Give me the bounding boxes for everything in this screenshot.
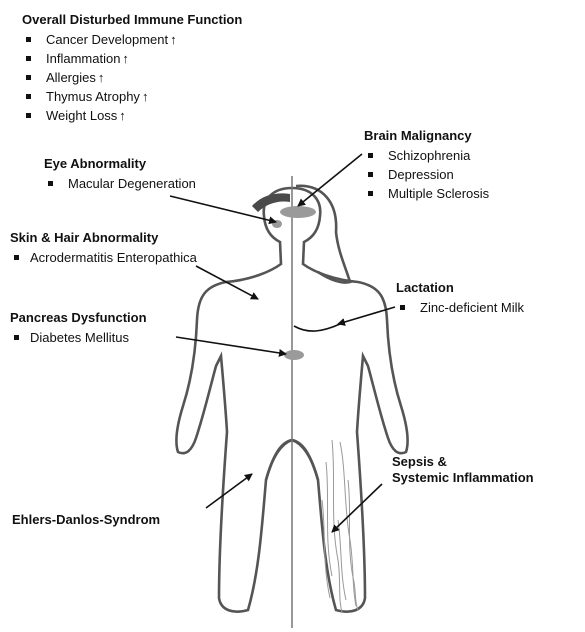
pancreas-block: Pancreas Dysfunction Diabetes Mellitus <box>10 310 147 347</box>
pancreas-organ <box>284 350 304 360</box>
immune-item: Thymus Atrophy↑ <box>22 87 242 106</box>
sepsis-heading-line1: Sepsis & <box>392 454 534 470</box>
arrow-brain <box>298 154 362 206</box>
brain-item: Depression <box>364 165 489 184</box>
sepsis-block: Sepsis & Systemic Inflammation <box>392 454 534 486</box>
up-arrow-icon: ↑ <box>98 70 105 85</box>
up-arrow-icon: ↑ <box>122 51 129 66</box>
up-arrow-icon: ↑ <box>119 108 126 123</box>
brain-item: Schizophrenia <box>364 146 489 165</box>
lactation-list: Zinc-deficient Milk <box>396 298 524 317</box>
leg-veins <box>322 440 358 612</box>
eye-item: Macular Degeneration <box>44 174 196 193</box>
arrow-sepsis <box>332 484 382 532</box>
up-arrow-icon: ↑ <box>142 89 149 104</box>
immune-heading: Overall Disturbed Immune Function <box>22 12 242 28</box>
brain-item: Multiple Sclerosis <box>364 184 489 203</box>
immune-list: Cancer Development↑ Inflammation↑ Allerg… <box>22 30 242 125</box>
immune-item: Weight Loss↑ <box>22 106 242 125</box>
brain-organ <box>280 206 316 218</box>
immune-item: Cancer Development↑ <box>22 30 242 49</box>
immune-item: Inflammation↑ <box>22 49 242 68</box>
brain-block: Brain Malignancy Schizophrenia Depressio… <box>364 128 489 203</box>
eye-list: Macular Degeneration <box>44 174 196 193</box>
pancreas-list: Diabetes Mellitus <box>10 328 147 347</box>
skin-heading: Skin & Hair Abnormality <box>10 230 197 246</box>
eds-label: Ehlers-Danlos-Syndrom <box>12 512 160 527</box>
lactation-heading: Lactation <box>396 280 524 296</box>
arrow-pancreas <box>176 337 286 354</box>
pancreas-heading: Pancreas Dysfunction <box>10 310 147 326</box>
sepsis-heading-line2: Systemic Inflammation <box>392 470 534 486</box>
brain-heading: Brain Malignancy <box>364 128 489 144</box>
skin-block: Skin & Hair Abnormality Acrodermatitis E… <box>10 230 197 267</box>
lactation-item: Zinc-deficient Milk <box>396 298 524 317</box>
skin-item: Acrodermatitis Enteropathica <box>10 248 197 267</box>
immune-block: Overall Disturbed Immune Function Cancer… <box>22 12 242 125</box>
brain-list: Schizophrenia Depression Multiple Sclero… <box>364 146 489 203</box>
eye-heading: Eye Abnormality <box>44 156 196 172</box>
lactation-block: Lactation Zinc-deficient Milk <box>396 280 524 317</box>
pancreas-item: Diabetes Mellitus <box>10 328 147 347</box>
arrow-eds <box>206 474 252 508</box>
immune-item: Allergies↑ <box>22 68 242 87</box>
lactation-bracket <box>294 324 340 331</box>
eye-block: Eye Abnormality Macular Degeneration <box>44 156 196 193</box>
up-arrow-icon: ↑ <box>170 32 177 47</box>
skin-list: Acrodermatitis Enteropathica <box>10 248 197 267</box>
